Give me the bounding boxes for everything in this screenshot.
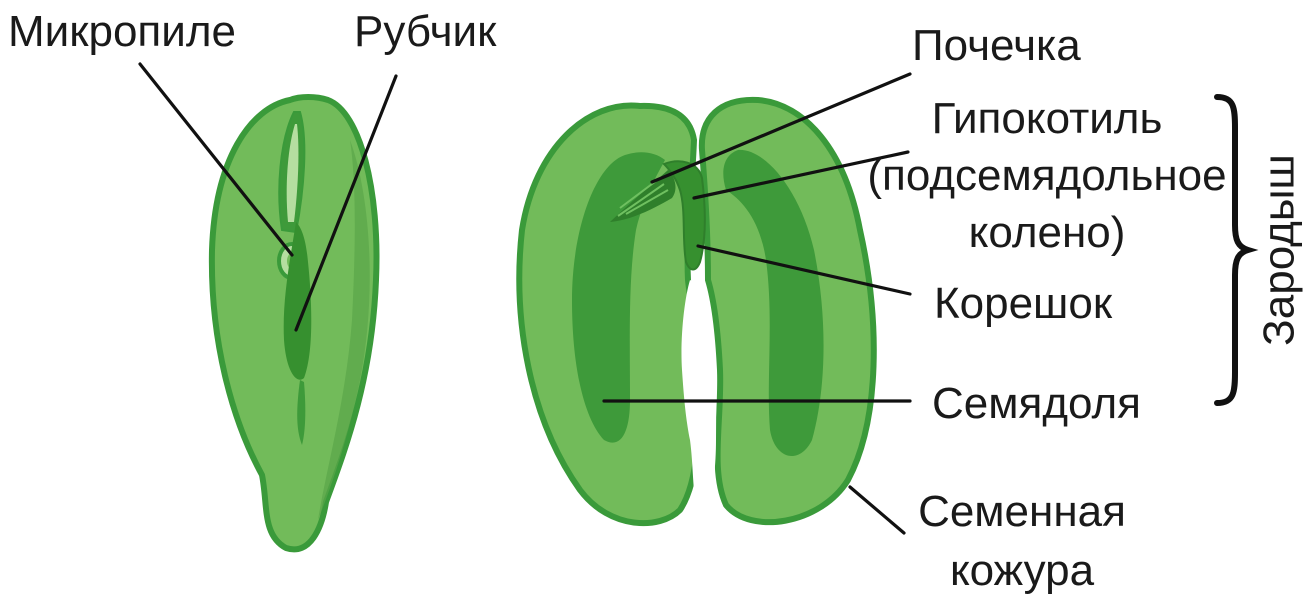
whole-seed	[208, 94, 380, 553]
embryo-label: Зародыш	[1255, 154, 1304, 346]
hypocotyl-label-line2: (подсемядольное	[867, 151, 1226, 200]
hypocotyl-label-line3: колено)	[969, 208, 1126, 257]
seed-coat-label-line1: Семенная	[918, 487, 1126, 536]
right-cotyledon-inner	[723, 149, 824, 457]
left-cotyledon-inner	[572, 152, 665, 443]
hilum-inner	[286, 124, 299, 222]
hilum-leader	[294, 74, 398, 332]
cotyledon-label: Семядоля	[932, 379, 1141, 428]
seed-coat-leader	[848, 485, 906, 535]
micropyle-label: Микропиле	[8, 7, 236, 56]
whole-seed-radicle	[283, 222, 312, 380]
embryo-axis	[662, 160, 706, 271]
radicle-leader	[696, 244, 912, 296]
whole-seed-shadow	[318, 140, 370, 520]
embryo-brace	[1214, 94, 1259, 406]
opened-seed	[516, 96, 877, 527]
whole-seed-seam	[297, 380, 306, 445]
hilum-label: Рубчик	[354, 7, 497, 56]
hypocotyl-leader	[692, 150, 910, 200]
plumule-label: Почечка	[912, 21, 1081, 70]
plumule-leader	[650, 72, 912, 184]
radicle-label: Корешок	[934, 279, 1113, 328]
seed-coat-label-line2: кожура	[950, 546, 1095, 594]
micropyle-leader	[138, 62, 294, 257]
hypocotyl-label-line1: Гипокотиль	[932, 94, 1163, 143]
